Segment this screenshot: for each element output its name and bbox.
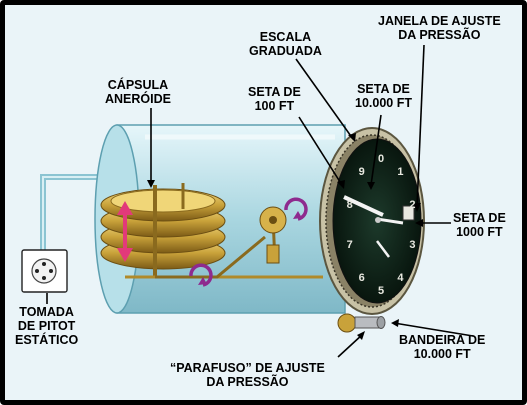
dial-numeral-4: 4	[397, 272, 404, 285]
dial-numeral-6: 6	[358, 272, 365, 285]
dial-numeral-0: 0	[378, 153, 385, 165]
leader-arrowheads	[147, 133, 423, 340]
dial-numeral-8: 8	[346, 198, 353, 211]
capsule-motion-arrows	[117, 197, 308, 287]
dial-numeral-5: 5	[378, 285, 385, 297]
sector-gear	[259, 206, 287, 264]
altimeter-dial	[319, 127, 425, 315]
dial-numeral-2: 2	[409, 198, 416, 211]
dial-numeral-9: 9	[358, 165, 365, 178]
aneroid-capsule	[100, 188, 226, 270]
dial-numeral-7: 7	[346, 239, 353, 252]
altimeter-illustration	[21, 44, 474, 358]
leader-lines	[46, 44, 474, 358]
dial-numeral-3: 3	[409, 239, 416, 252]
pressure-adjust-knob	[337, 313, 386, 333]
dial-pointers	[343, 195, 404, 258]
pitot-static-port	[21, 249, 68, 293]
static-tube	[40, 174, 101, 255]
dial-numeral-1: 1	[397, 165, 404, 178]
